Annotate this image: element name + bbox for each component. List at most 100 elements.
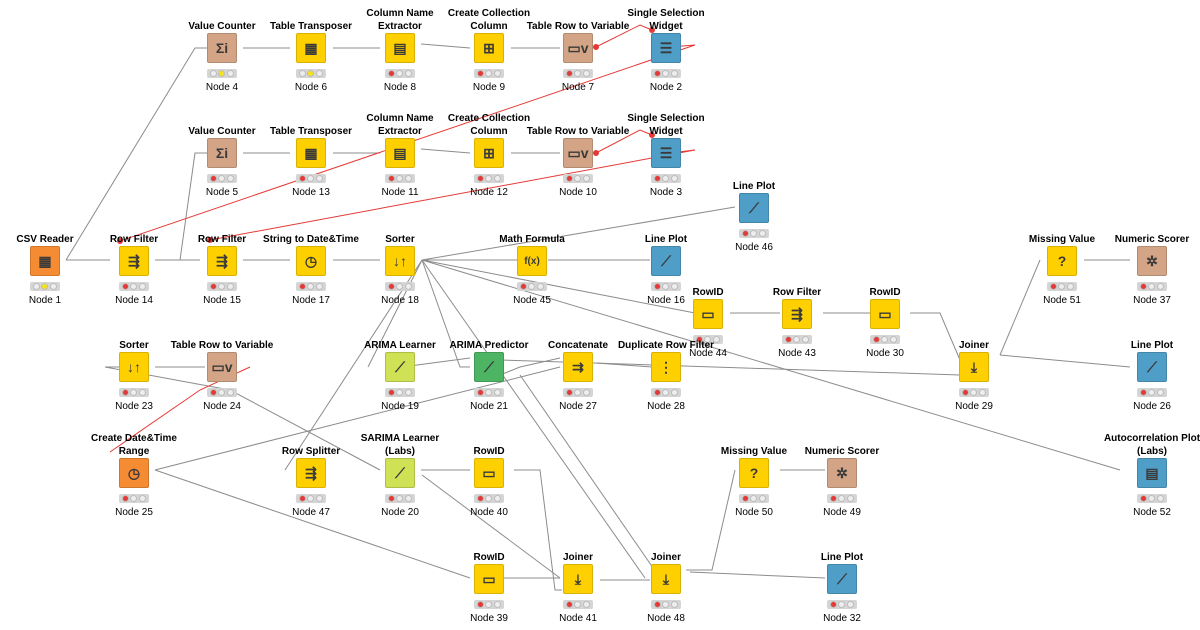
row-filter-icon[interactable]: ⇶ <box>119 246 149 276</box>
node-joiner-29[interactable]: Joiner ⤓ Node 29 <box>929 319 1019 425</box>
collection-icon[interactable]: ⊞ <box>474 138 504 168</box>
node-status <box>563 388 593 397</box>
joiner-icon[interactable]: ⤓ <box>651 564 681 594</box>
node-status <box>739 494 769 503</box>
collection-icon[interactable]: ⊞ <box>474 33 504 63</box>
node-label: Node 52 <box>1133 507 1171 518</box>
node-math-formula-45[interactable]: Math Formula f(x) Node 45 <box>487 213 577 319</box>
line-plot-icon[interactable]: ⟋ <box>739 193 769 223</box>
joiner-icon[interactable]: ⤓ <box>959 352 989 382</box>
line-plot-icon[interactable]: ⟋ <box>651 246 681 276</box>
node-arima-predictor-21[interactable]: ARIMA Predictor ⟋ Node 21 <box>444 319 534 425</box>
node-row-filter-43[interactable]: Row Filter ⇶ Node 43 <box>752 266 842 372</box>
node-value-counter-4[interactable]: Value Counter Σi Node 4 <box>177 0 267 106</box>
node-line-plot-26[interactable]: Line Plot ⟋ Node 26 <box>1107 319 1197 425</box>
node-row-filter-14[interactable]: Row Filter ⇶ Node 14 <box>89 213 179 319</box>
duplicate-filter-icon[interactable]: ⋮ <box>651 352 681 382</box>
node-line-plot-46[interactable]: Line Plot ⟋ Node 46 <box>709 160 799 266</box>
sarima-learner-icon[interactable]: ⟋ <box>385 458 415 488</box>
rowid-icon[interactable]: ▭ <box>474 458 504 488</box>
node-csv-reader-1[interactable]: CSV Reader ▦ Node 1 <box>0 213 90 319</box>
node-missing-value-51[interactable]: Missing Value ? Node 51 <box>1017 213 1107 319</box>
column-extract-icon[interactable]: ▤ <box>385 138 415 168</box>
date-time-icon[interactable]: ◷ <box>296 246 326 276</box>
missing-value-icon[interactable]: ? <box>739 458 769 488</box>
autocorrelation-icon[interactable]: ▤ <box>1137 458 1167 488</box>
node-concatenate-27[interactable]: Concatenate ⇉ Node 27 <box>533 319 623 425</box>
node-single-selection-widget-3[interactable]: Single Selection Widget ☰ Node 3 <box>621 105 711 211</box>
node-joiner-48[interactable]: Joiner ⤓ Node 48 <box>621 531 711 630</box>
line-plot-icon[interactable]: ⟋ <box>827 564 857 594</box>
sort-icon[interactable]: ↓↑ <box>119 352 149 382</box>
row-splitter-icon[interactable]: ⇶ <box>296 458 326 488</box>
node-arima-learner-19[interactable]: ARIMA Learner ⟋ Node 19 <box>355 319 445 425</box>
node-rowid-39[interactable]: RowID ▭ Node 39 <box>444 531 534 630</box>
node-label: Node 21 <box>470 401 508 412</box>
node-column-name-extractor-11[interactable]: Column Name Extractor ▤ Node 11 <box>355 105 445 211</box>
node-sorter-18[interactable]: Sorter ↓↑ Node 18 <box>355 213 445 319</box>
sort-icon[interactable]: ↓↑ <box>385 246 415 276</box>
row-to-variable-icon[interactable]: ▭v <box>563 33 593 63</box>
node-table-row-to-variable-7[interactable]: Table Row to Variable ▭v Node 7 <box>527 0 630 106</box>
row-filter-icon[interactable]: ⇶ <box>207 246 237 276</box>
node-label: Node 32 <box>823 613 861 624</box>
node-line-plot-16[interactable]: Line Plot ⟋ Node 16 <box>621 213 711 319</box>
grid-icon[interactable]: ▦ <box>296 138 326 168</box>
node-row-filter-15[interactable]: Row Filter ⇶ Node 15 <box>177 213 267 319</box>
node-value-counter-5[interactable]: Value Counter Σi Node 5 <box>177 105 267 211</box>
node-line-plot-32[interactable]: Line Plot ⟋ Node 32 <box>797 531 887 630</box>
node-label: Node 1 <box>28 295 62 306</box>
date-time-range-icon[interactable]: ◷ <box>119 458 149 488</box>
row-to-variable-icon[interactable]: ▭v <box>207 352 237 382</box>
rowid-icon[interactable]: ▭ <box>693 299 723 329</box>
column-extract-icon[interactable]: ▤ <box>385 33 415 63</box>
node-table-row-to-variable-10[interactable]: Table Row to Variable ▭v Node 10 <box>527 105 630 211</box>
node-status <box>119 282 149 291</box>
node-column-name-extractor-8[interactable]: Column Name Extractor ▤ Node 8 <box>355 0 445 106</box>
node-single-selection-widget-2[interactable]: Single Selection Widget ☰ Node 2 <box>621 0 711 106</box>
node-create-collection-column-12[interactable]: Create Collection Column ⊞ Node 12 <box>444 105 534 211</box>
node-numeric-scorer-49[interactable]: Numeric Scorer ✲ Node 49 <box>797 425 887 531</box>
node-status <box>870 335 900 344</box>
rowid-icon[interactable]: ▭ <box>870 299 900 329</box>
node-label: Node 30 <box>866 348 904 359</box>
arima-learner-icon[interactable]: ⟋ <box>385 352 415 382</box>
node-numeric-scorer-37[interactable]: Numeric Scorer ✲ Node 37 <box>1107 213 1197 319</box>
node-table-row-to-variable-24[interactable]: Table Row to Variable ▭v Node 24 <box>171 319 274 425</box>
node-table-transposer-13[interactable]: Table Transposer ▦ Node 13 <box>266 105 356 211</box>
node-create-collection-column-9[interactable]: Create Collection Column ⊞ Node 9 <box>444 0 534 106</box>
node-row-splitter-47[interactable]: Row Splitter ⇶ Node 47 <box>266 425 356 531</box>
line-plot-icon[interactable]: ⟋ <box>1137 352 1167 382</box>
node-sarima-learner-20[interactable]: SARIMA Learner (Labs) ⟋ Node 20 <box>355 425 445 531</box>
node-rowid-44[interactable]: RowID ▭ Node 44 <box>663 266 753 372</box>
arima-predictor-icon[interactable]: ⟋ <box>474 352 504 382</box>
node-joiner-41[interactable]: Joiner ⤓ Node 41 <box>533 531 623 630</box>
node-status <box>739 229 769 238</box>
joiner-icon[interactable]: ⤓ <box>563 564 593 594</box>
sigma-icon[interactable]: Σi <box>207 138 237 168</box>
sigma-icon[interactable]: Σi <box>207 33 237 63</box>
node-string-to-date-time-17[interactable]: String to Date&Time ◷ Node 17 <box>263 213 359 319</box>
csv-reader-icon[interactable]: ▦ <box>30 246 60 276</box>
node-rowid-40[interactable]: RowID ▭ Node 40 <box>444 425 534 531</box>
node-rowid-30[interactable]: RowID ▭ Node 30 <box>840 266 930 372</box>
row-filter-icon[interactable]: ⇶ <box>782 299 812 329</box>
scorer-icon[interactable]: ✲ <box>1137 246 1167 276</box>
math-formula-icon[interactable]: f(x) <box>517 246 547 276</box>
grid-icon[interactable]: ▦ <box>296 33 326 63</box>
node-autocorrelation-plot-52[interactable]: Autocorrelation Plot (Labs) ▤ Node 52 <box>1104 425 1200 531</box>
node-missing-value-50[interactable]: Missing Value ? Node 50 <box>709 425 799 531</box>
node-table-transposer-6[interactable]: Table Transposer ▦ Node 6 <box>266 0 356 106</box>
node-title: Column Name Extractor <box>366 8 434 32</box>
widget-icon[interactable]: ☰ <box>651 138 681 168</box>
concatenate-icon[interactable]: ⇉ <box>563 352 593 382</box>
scorer-icon[interactable]: ✲ <box>827 458 857 488</box>
widget-icon[interactable]: ☰ <box>651 33 681 63</box>
node-duplicate-row-filter-28[interactable]: Duplicate Row Filter ⋮ Node 28 <box>618 319 714 425</box>
rowid-icon[interactable]: ▭ <box>474 564 504 594</box>
node-create-date-time-range-25[interactable]: Create Date&Time Range ◷ Node 25 <box>89 425 179 531</box>
node-sorter-23[interactable]: Sorter ↓↑ Node 23 <box>89 319 179 425</box>
row-to-variable-icon[interactable]: ▭v <box>563 138 593 168</box>
missing-value-icon[interactable]: ? <box>1047 246 1077 276</box>
